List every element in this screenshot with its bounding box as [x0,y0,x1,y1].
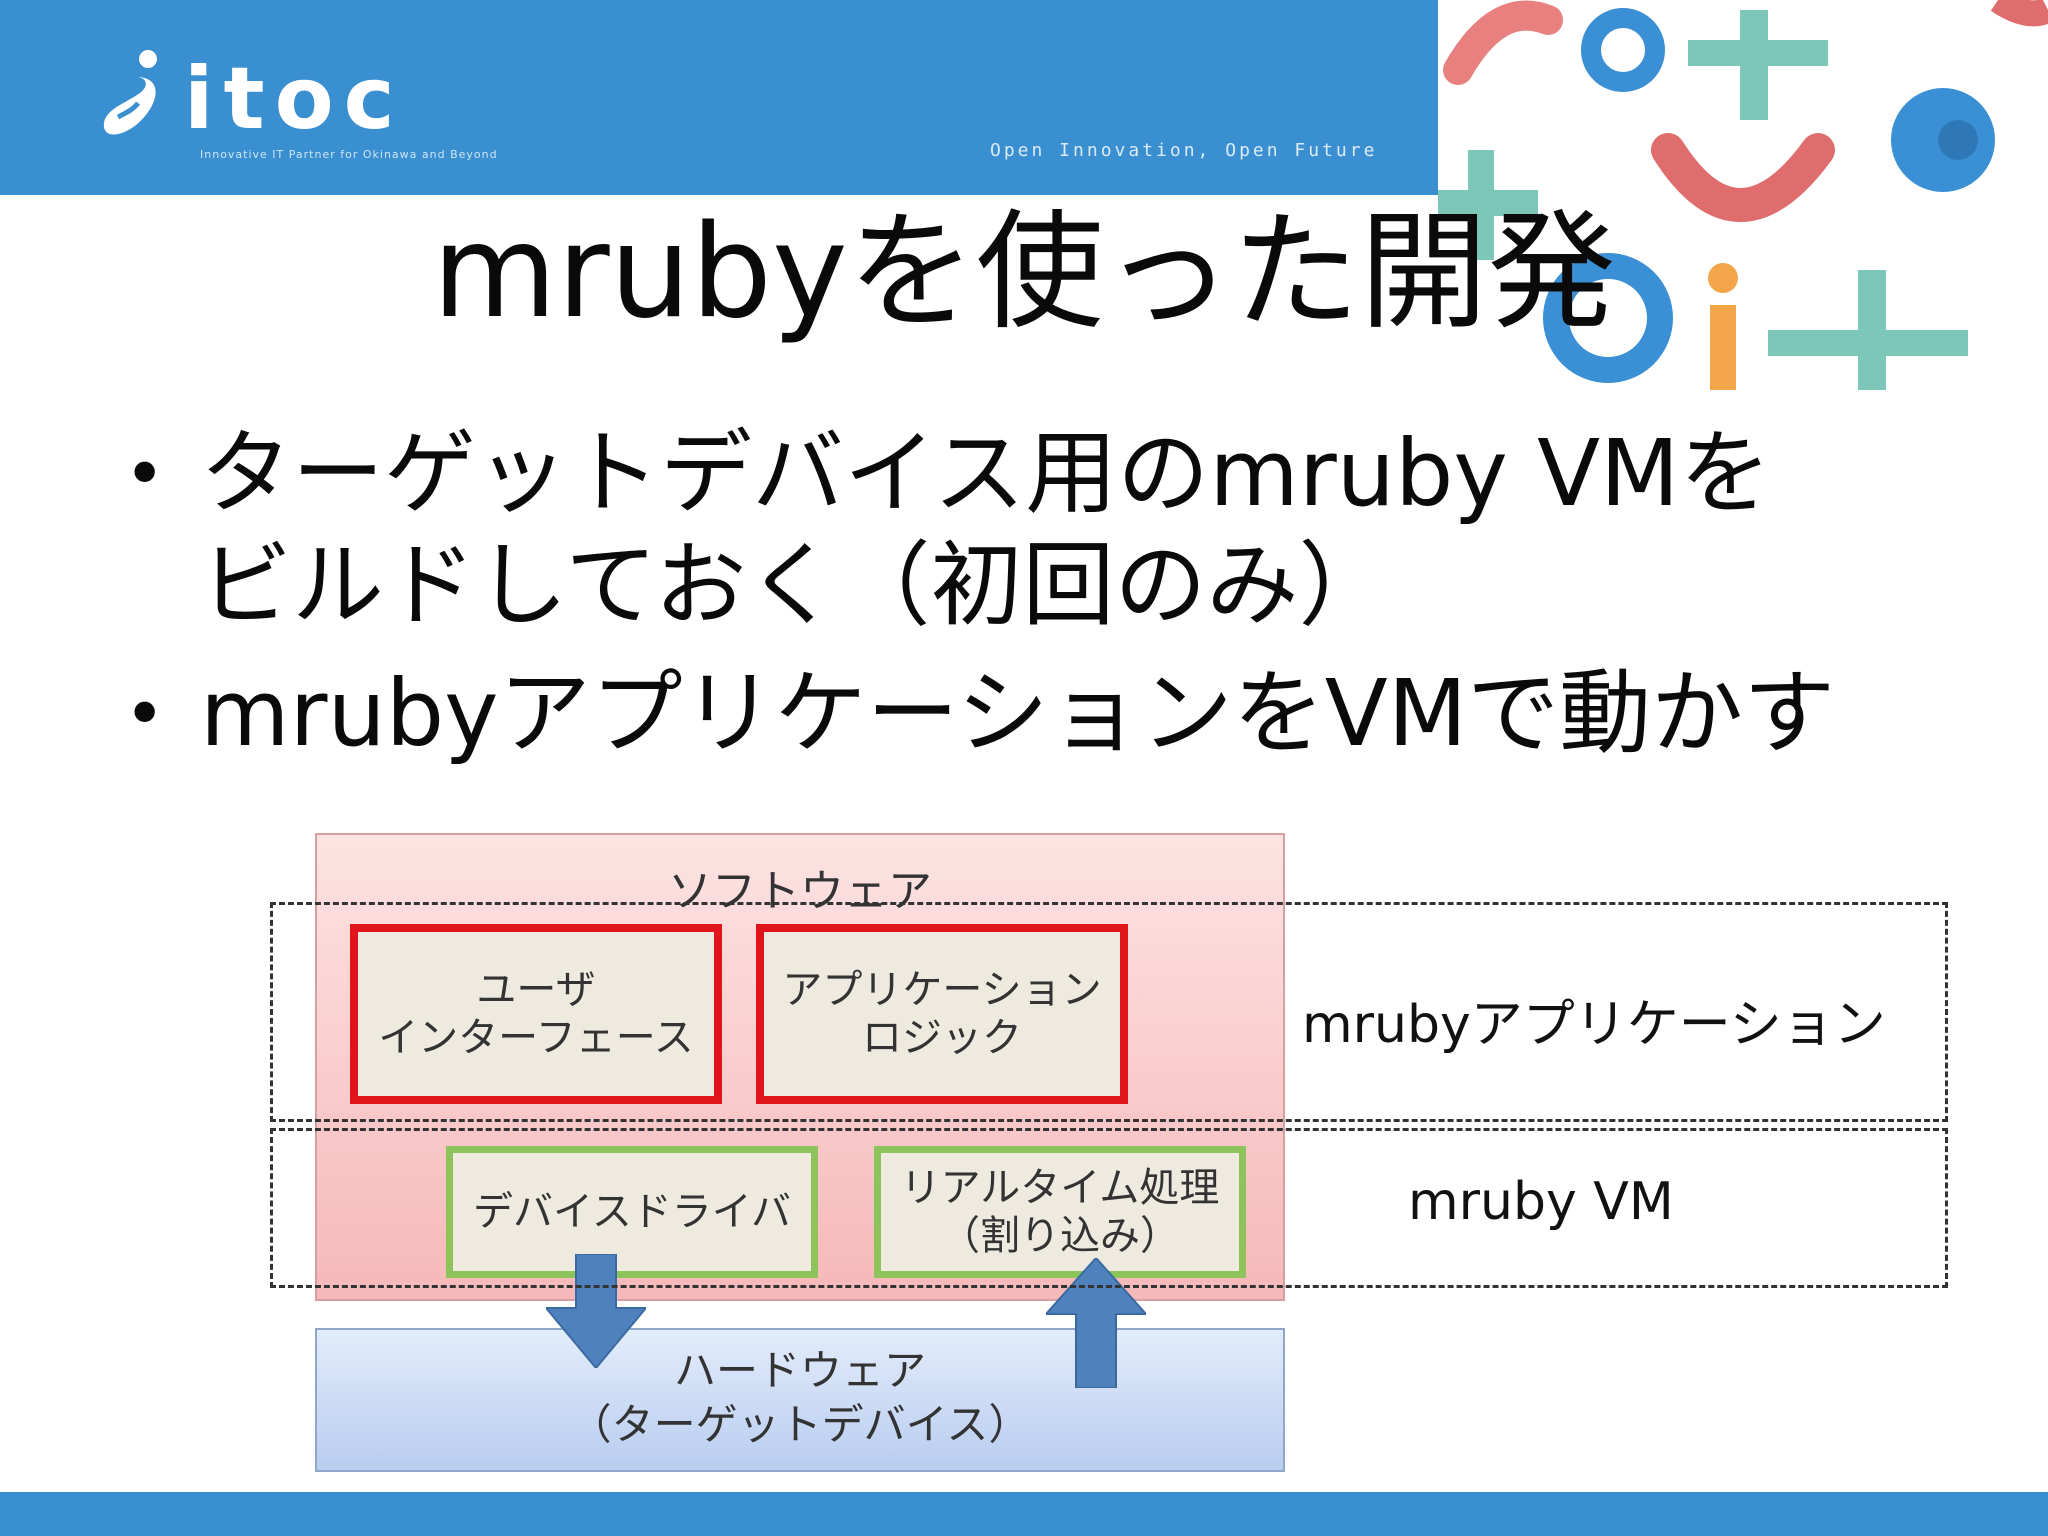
footer-band [0,1492,2048,1536]
header-band: itoc Innovative IT Partner for Okinawa a… [0,0,1488,195]
logo-text: itoc [184,49,405,149]
hardware-line: （ターゲットデバイス） [569,1400,1031,1449]
decorative-shapes-icon [1438,0,2048,400]
app-layer-label: mrubyアプリケーション [1302,995,1886,1055]
vm-box-line: リアルタイム処理 [900,1165,1220,1211]
app-box-user-interface: ユーザ インターフェース [350,924,722,1104]
bullet-item: • mrubyアプリケーションをVMで動かす [120,658,1836,770]
app-layer-dashed-frame [270,902,1948,1122]
hardware-layer: ハードウェア （ターゲットデバイス） [315,1328,1285,1472]
app-box-line: ロジック [862,1015,1022,1061]
app-box-line: インターフェース [378,1015,694,1061]
software-label: ソフトウェア [668,866,932,917]
bullet-list: • ターゲットデバイス用のmruby VMを ビルドしておく（初回のみ） • m… [120,418,1836,786]
page-title: mrubyを使った開発 [432,198,1616,347]
arrow-down-icon [546,1254,646,1368]
vm-box-line: デバイスドライバ [473,1189,791,1235]
app-box-line: ユーザ [476,967,596,1013]
hardware-line: ハードウェア [673,1346,926,1395]
bullet-text: ターゲットデバイス用のmruby VMを [200,420,1772,527]
bullet-dot-icon: • [124,433,166,515]
bullet-text: mrubyアプリケーションをVMで動かす [200,660,1836,767]
architecture-diagram: ソフトウェア ユーザ インターフェース アプリケーション ロジック デバイスドラ… [270,830,1960,1480]
app-box-line: アプリケーション [782,967,1102,1013]
arrow-up-icon [1046,1258,1146,1388]
bullet-text: ビルドしておく（初回のみ） [200,532,1391,639]
bullet-item: • ターゲットデバイス用のmruby VMを ビルドしておく（初回のみ） [120,418,1820,642]
vm-box-device-driver: デバイスドライバ [446,1146,818,1278]
vm-layer-dashed-frame [270,1128,1948,1288]
logo-mark-icon [103,50,157,135]
tagline: Open Innovation, Open Future [990,140,1378,161]
app-box-application-logic: アプリケーション ロジック [756,924,1128,1104]
bullet-dot-icon: • [124,673,166,755]
logo: itoc [96,44,405,154]
vm-layer-label: mruby VM [1408,1172,1674,1232]
logo-subtitle: Innovative IT Partner for Okinawa and Be… [200,148,498,161]
vm-box-line: （割り込み） [940,1213,1180,1259]
vm-box-realtime: リアルタイム処理 （割り込み） [874,1146,1246,1278]
